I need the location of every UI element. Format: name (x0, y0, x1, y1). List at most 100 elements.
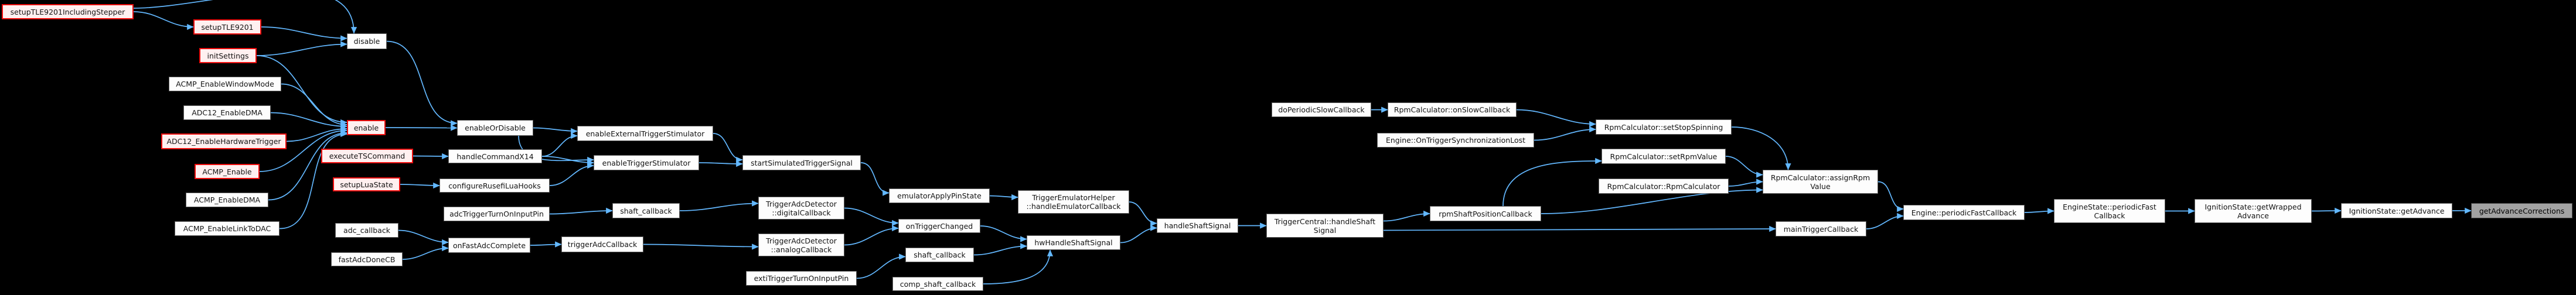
edge-setupTLE9201IncludingStepper-to-disable (133, 0, 357, 34)
node-onTriggerChanged[interactable]: onTriggerChanged (898, 219, 980, 233)
node-Engine_periodicFastCallback[interactable]: Engine::periodicFastCallback (1903, 205, 2025, 220)
node-startSimulatedTriggerSignal[interactable]: startSimulatedTriggerSignal (742, 155, 861, 170)
node-RpmCalculator_setRpmValue[interactable]: RpmCalculator::setRpmValue (1602, 149, 1726, 164)
node-initSettings[interactable]: initSettings (199, 48, 257, 63)
edge-comp_shaft_callback-to-hwHandleShaftSignal (983, 249, 1054, 284)
node-hwHandleShaftSignal[interactable]: hwHandleShaftSignal (1027, 235, 1120, 250)
node-ACMP_EnableLinkToDAC[interactable]: ACMP_EnableLinkToDAC (175, 221, 280, 236)
edge-TriggerCentral_handleShaftSignal-to-mainTriggerCallback (1383, 225, 1776, 232)
edge-extiTriggerTurnOnInputPin-to-shaft_callback_exti (856, 253, 906, 279)
node-RpmCalculator_RpmCalculator[interactable]: RpmCalculator::RpmCalculator (1599, 179, 1729, 194)
node-ACMP_EnableDMA[interactable]: ACMP_EnableDMA (186, 193, 268, 207)
node-shaft_callback_adc[interactable]: shaft_callback (612, 203, 680, 218)
node-ADC12_EnableDMA[interactable]: ADC12_EnableDMA (183, 105, 271, 120)
edge-fastAdcDoneCB-to-onFastAdcComplete (402, 245, 449, 260)
edge-Engine_periodicFastCallback-to-EngineState_periodicFastCallback (2024, 208, 2054, 214)
node-RpmCalculator_onSlowCallback[interactable]: RpmCalculator::onSlowCallback (1388, 102, 1517, 117)
edge-RpmCalculator_setStopSpinning-to-RpmCalculator_assignRpmValue (1731, 126, 1791, 170)
edge-RpmCalculator_assignRpmValue-to-Engine_periodicFastCallback (1878, 181, 1904, 212)
edge-Engine_OnTriggerSynchronizationLost-to-RpmCalculator_setStopSpinning (1534, 126, 1596, 141)
edge-setupTLE9201-to-disable (261, 26, 347, 42)
edge-shaft_callback_exti-to-hwHandleShaftSignal (973, 243, 1027, 256)
node-enable[interactable]: enable (347, 120, 386, 135)
edge-TriggerAdcDetector_analogCallback-to-onTriggerChanged (844, 225, 899, 246)
edge-disable-to-enableOrDisable (386, 40, 458, 126)
node-extiTriggerTurnOnInputPin[interactable]: extiTriggerTurnOnInputPin (746, 271, 857, 286)
edge-adcTriggerTurnOnInputPin-to-shaft_callback_adc (549, 207, 613, 215)
edge-setupTLE9201IncludingStepper-to-setupTLE9201 (133, 11, 194, 30)
node-ACMP_Enable[interactable]: ACMP_Enable (195, 164, 260, 179)
node-handleShaftSignal[interactable]: handleShaftSignal (1157, 218, 1238, 233)
node-EngineState_periodicFastCallback[interactable]: EngineState::periodicFast Callback (2054, 199, 2165, 223)
edge-RpmCalculator_setRpmValue-to-RpmCalculator_assignRpmValue (1725, 156, 1763, 178)
node-ACMP_EnableWindowMode[interactable]: ACMP_EnableWindowMode (169, 77, 281, 91)
node-setupTLE9201[interactable]: setupTLE9201 (193, 19, 261, 35)
edge-onFastAdcComplete-to-triggerAdcCallback (530, 241, 562, 248)
edge-group (133, 0, 2472, 284)
edge-configureRusefiLuaHooks-to-enableTriggerStimulator (549, 162, 594, 186)
node-setupTLE9201IncludingStepper[interactable]: setupTLE9201IncludingStepper (2, 4, 134, 19)
edge-RpmCalculator_RpmCalculator-to-RpmCalculator_assignRpmValue (1728, 179, 1763, 187)
node-disable[interactable]: disable (347, 33, 387, 49)
edge-handleCommandX14-to-enableExternalTriggerStimulator (541, 132, 578, 157)
node-TriggerCentral_handleShaftSignal[interactable]: TriggerCentral::handleShaft Signal (1266, 214, 1384, 238)
node-adcTriggerTurnOnInputPin[interactable]: adcTriggerTurnOnInputPin (444, 207, 550, 221)
node-TriggerEmulatorHelper_handleEmulatorCallback[interactable]: TriggerEmulatorHelper ::handleEmulatorCa… (1018, 190, 1129, 214)
node-executeTSCommand[interactable]: executeTSCommand (321, 149, 413, 163)
edge-ACMP_Enable-to-enable (259, 127, 347, 172)
edge-TriggerCentral_handleShaftSignal-to-rpmShaftPositionCallback (1383, 210, 1430, 222)
node-rpmShaftPositionCallback[interactable]: rpmShaftPositionCallback (1430, 206, 1541, 221)
edge-shaft_callback_adc-to-TriggerAdcDetector_digitalCallback (679, 200, 759, 211)
node-Engine_OnTriggerSynchronizationLost[interactable]: Engine::OnTriggerSynchronizationLost (1377, 133, 1534, 148)
edge-setupLuaState-to-configureRusefiLuaHooks (400, 182, 440, 189)
node-comp_shaft_callback[interactable]: comp_shaft_callback (892, 277, 983, 291)
edge-hwHandleShaftSignal-to-handleShaftSignal (1120, 225, 1157, 243)
edge-ACMP_EnableWindowMode-to-enable (281, 83, 347, 128)
edge-startSimulatedTriggerSignal-to-emulatorApplyPinState (860, 162, 890, 196)
edge-ADC12_EnableDMA-to-enable (270, 112, 347, 130)
edge-executeTSCommand-to-handleCommandX14 (413, 153, 449, 160)
node-IgnitionState_getAdvance[interactable]: IgnitionState::getAdvance (2341, 203, 2452, 218)
edge-RpmCalculator_onSlowCallback-to-RpmCalculator_setStopSpinning (1516, 109, 1596, 128)
edge-enableExternalTriggerStimulator-to-startSimulatedTriggerSignal (713, 133, 743, 163)
node-mainTriggerCallback[interactable]: mainTriggerCallback (1776, 221, 1866, 236)
node-fastAdcDoneCB[interactable]: fastAdcDoneCB (331, 252, 403, 266)
node-doPeriodicSlowCallback[interactable]: doPeriodicSlowCallback (1272, 102, 1371, 117)
edge-enableOrDisable-to-enableExternalTriggerStimulator (533, 127, 578, 135)
edge-TriggerEmulatorHelper_handleEmulatorCallback-to-handleShaftSignal (1129, 201, 1157, 227)
node-emulatorApplyPinState[interactable]: emulatorApplyPinState (889, 188, 990, 203)
node-enableTriggerStimulator[interactable]: enableTriggerStimulator (594, 155, 699, 170)
edge-mainTriggerCallback-to-Engine_periodicFastCallback (1866, 212, 1904, 229)
edge-enableOrDisable-to-enableTriggerStimulator (518, 135, 594, 163)
edge-ACMP_EnableDMA-to-enable (268, 129, 347, 201)
edge-handleCommandX14-to-enableTriggerStimulator (541, 156, 594, 166)
node-onFastAdcComplete[interactable]: onFastAdcComplete (448, 238, 530, 253)
edge-adc_callback-to-onFastAdcComplete (398, 229, 449, 246)
node-enableExternalTriggerStimulator[interactable]: enableExternalTriggerStimulator (577, 126, 713, 141)
edge-enableTriggerStimulator-to-startSimulatedTriggerSignal (698, 160, 743, 167)
node-ADC12_EnableHardwareTrigger[interactable]: ADC12_EnableHardwareTrigger (161, 133, 287, 149)
edge-onTriggerChanged-to-hwHandleShaftSignal (980, 225, 1027, 242)
edge-rpmShaftPositionCallback-to-RpmCalculator_assignRpmValue (1541, 187, 1763, 214)
node-shaft_callback_exti[interactable]: shaft_callback (905, 248, 974, 262)
edge-ACMP_EnableLinkToDAC-to-enable (279, 131, 347, 229)
node-enableOrDisable[interactable]: enableOrDisable (457, 120, 533, 136)
node-RpmCalculator_assignRpmValue[interactable]: RpmCalculator::assignRpm Value (1763, 170, 1878, 194)
node-adc_callback[interactable]: adc_callback (335, 223, 398, 238)
edge-initSettings-to-disable (256, 41, 347, 56)
node-IgnitionState_getWrappedAdvance[interactable]: IgnitionState::getWrapped Advance (2195, 199, 2312, 223)
node-getAdvanceCorrections[interactable]: getAdvanceCorrections (2471, 203, 2572, 218)
node-triggerAdcCallback[interactable]: triggerAdcCallback (561, 236, 643, 252)
edge-rpmShaftPositionCallback-to-RpmCalculator_setRpmValue (1502, 157, 1602, 207)
edge-triggerAdcCallback-to-TriggerAdcDetector_analogCallback (643, 243, 759, 250)
node-handleCommandX14[interactable]: handleCommandX14 (448, 149, 542, 163)
node-TriggerAdcDetector_digitalCallback[interactable]: TriggerAdcDetector ::digitalCallback (758, 197, 844, 219)
node-TriggerAdcDetector_analogCallback[interactable]: TriggerAdcDetector ::analogCallback (758, 234, 844, 256)
node-RpmCalculator_setStopSpinning[interactable]: RpmCalculator::setStopSpinning (1596, 119, 1732, 135)
edge-TriggerAdcDetector_digitalCallback-to-onTriggerChanged (844, 207, 899, 227)
node-setupLuaState[interactable]: setupLuaState (333, 177, 400, 191)
node-configureRusefiLuaHooks[interactable]: configureRusefiLuaHooks (439, 179, 550, 193)
edge-emulatorApplyPinState-to-TriggerEmulatorHelper_handleEmulatorCallback (989, 194, 1018, 201)
